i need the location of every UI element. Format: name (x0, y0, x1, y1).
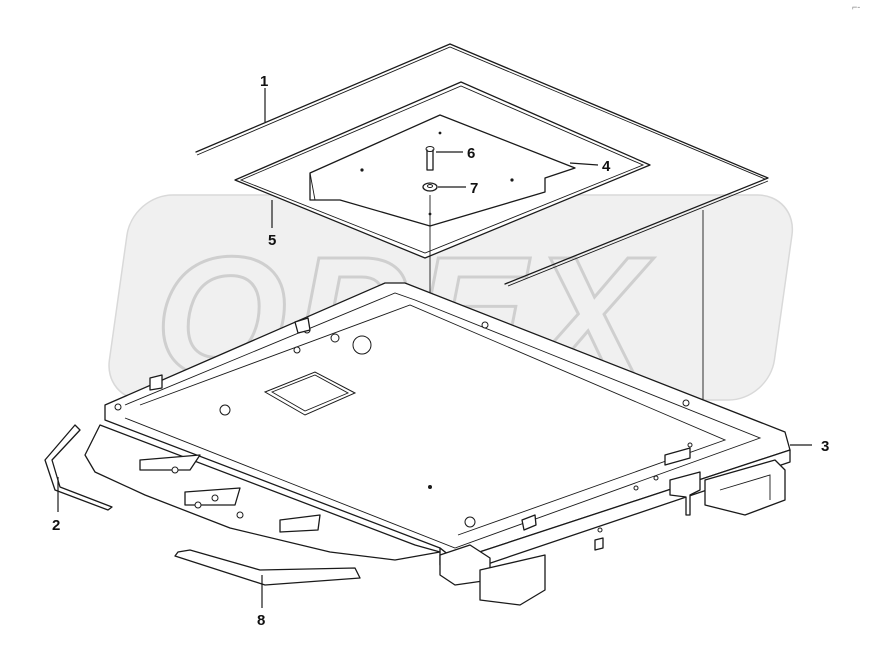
corner-mark: ⌐- (852, 2, 860, 12)
callout-5: 5 (268, 232, 276, 249)
part-2-side-trim (44, 424, 113, 511)
part-3-main-frame (104, 282, 791, 606)
callout-7: 7 (470, 180, 478, 197)
part-1-seal-strip (195, 43, 769, 287)
leader-lines (57, 88, 812, 608)
part-4-top-plate (309, 114, 576, 227)
callout-3: 3 (821, 438, 829, 455)
front-cover-plate (84, 424, 441, 561)
part-6-bolt (425, 146, 435, 171)
callout-1: 1 (260, 73, 268, 90)
callout-6: 6 (467, 145, 475, 162)
callout-4: 4 (602, 158, 611, 175)
part-7-washer (422, 182, 438, 192)
callout-2: 2 (52, 517, 60, 534)
callout-8: 8 (257, 612, 265, 629)
callouts: 1 2 3 4 5 6 7 8 (52, 73, 829, 629)
part-8-bottom-trim (174, 549, 361, 586)
